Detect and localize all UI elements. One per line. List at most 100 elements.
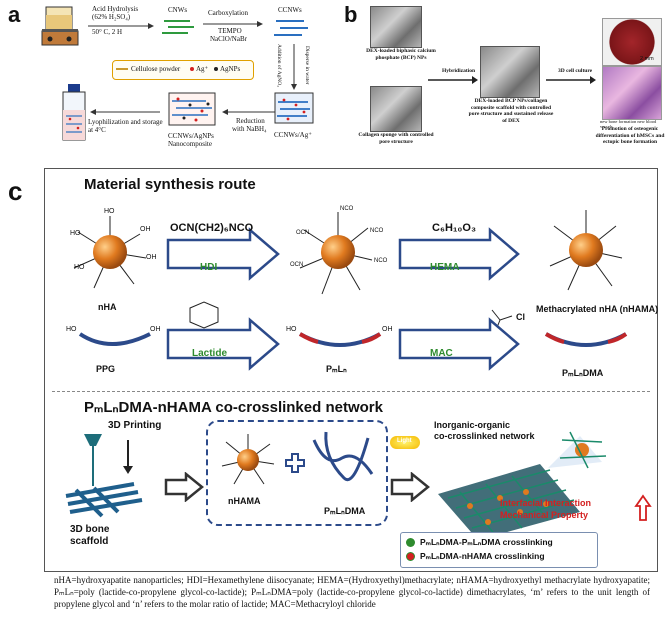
hema-label: HEMA <box>430 262 460 273</box>
nhama-particle-icon <box>221 434 275 485</box>
pmlndma-chains-icon <box>312 431 374 482</box>
arrow-left-1 <box>222 109 280 115</box>
ag-dot-icon <box>190 67 194 71</box>
panel-c-divider <box>52 391 650 392</box>
tempo-label: TEMPO <box>218 27 242 35</box>
promotion-label: Promotion of osteogenic differentiation … <box>595 126 665 145</box>
footnote-text: nHA=hydroxyapatite nanoparticles; HDI=He… <box>54 575 650 609</box>
carboxylation-label: Carboxylation <box>208 9 249 17</box>
scale-text: 2 mm <box>640 56 654 62</box>
arrow-right-1 <box>88 23 154 29</box>
bone-scaffold-label-1: 3D bone <box>70 524 110 535</box>
collagen-sem-image <box>370 86 422 132</box>
big-arrow-1-icon <box>164 472 204 502</box>
scaffold-photo <box>602 18 662 66</box>
mixture-box <box>206 420 388 526</box>
naclo-label: NaClO/NaBr <box>210 35 247 43</box>
nha-label: nHA <box>98 302 117 312</box>
hybridization-label: Hybridization <box>442 68 476 74</box>
storage-vial-icon <box>62 84 86 141</box>
nhama-sphere-icon <box>549 210 623 291</box>
mac-label: MAC <box>430 348 453 359</box>
methacrylated-label: Methacrylated nHA (nHAMA) <box>536 304 659 314</box>
arrow-left-2 <box>90 109 160 115</box>
nabh4-label: with NaBH₄ <box>232 125 267 133</box>
oh-label-3: OH <box>150 326 161 333</box>
light-badge <box>390 436 420 449</box>
pmln-label: PₘLₙ <box>326 364 347 374</box>
nanocomposite-label: Nanocomposite <box>168 140 212 148</box>
oh-label-2: OH <box>146 254 157 261</box>
ccnws-agnps-label: CCNWs/AgNPs <box>168 132 214 140</box>
up-arrow-icon <box>634 494 652 521</box>
arrow-down <box>291 44 297 90</box>
addition-label: Addition of AgNO₃ <box>276 44 282 88</box>
hdi-label: HDI <box>200 262 218 273</box>
ccnws-fibers-icon <box>274 20 308 36</box>
lactide-ring-icon <box>189 301 219 329</box>
cl-label: Cl <box>516 312 525 322</box>
network-legend <box>400 532 598 568</box>
lyophilization-label: Lyophilization and storage at 4°C <box>88 118 163 134</box>
mechanical-label: Mechanical Property <box>500 510 589 520</box>
printer-nozzle-icon <box>65 434 143 518</box>
nco-sphere-icon <box>299 212 373 295</box>
ccnws-ag-label: CCNWs/Ag⁺ <box>274 131 312 139</box>
oh-label-1: OH <box>140 226 151 233</box>
step1-label: Acid Hydrolysis <box>92 5 139 13</box>
bone-scaffold-label-2: scaffold <box>70 536 109 547</box>
collagen-label: Collagen sponge with controlled pore str… <box>358 132 434 145</box>
ho-label-3: HO <box>74 264 85 271</box>
hdi-arrow-icon <box>166 227 280 281</box>
histology-legend: new bone formation new blood vessels <box>600 119 657 129</box>
panel-b-label: b <box>344 2 358 27</box>
oh-label-4: OH <box>382 326 393 333</box>
legend-a <box>112 60 254 80</box>
agnps-dot-icon <box>214 67 218 71</box>
light-label: Light <box>397 438 412 444</box>
lactide-label: Lactide <box>192 348 228 359</box>
synthesis-row-2 <box>78 301 628 371</box>
reagent2-label: C₆H₁₀O₃ <box>432 222 477 234</box>
disperse-label: Disperse in water <box>304 46 310 85</box>
lactide-arrow-icon <box>166 317 280 371</box>
step1-cond2: 50° C, 2 H <box>92 28 123 36</box>
printing-label: 3D Printing <box>108 420 162 431</box>
reagent1-label: OCN(CH2)₆NCO <box>170 222 254 234</box>
nhama-label: nHAMA <box>228 496 261 506</box>
ho-label-5: HO <box>286 326 297 333</box>
ppg-chain-icon <box>78 332 151 346</box>
ppg-label: PPG <box>96 364 116 374</box>
synthesis-row-1 <box>73 210 623 295</box>
legend-cellulose: Cellulose powder <box>131 65 181 73</box>
hema-arrow-icon <box>398 227 520 281</box>
inorganic-label-2: co-crosslinked network <box>434 431 535 441</box>
cellulose-swatch-icon <box>116 68 128 70</box>
panel-b: b DEX-loaded biphasic calcium phosphate … <box>340 0 666 160</box>
ho-label-4: HO <box>66 326 77 333</box>
pmlndma-label: PₘLₙDMA <box>562 368 604 378</box>
network-mesh-icon <box>438 431 607 540</box>
composite-sem-image <box>480 46 540 98</box>
plus-icon <box>285 453 305 473</box>
ccnws-label: CCNWs <box>278 6 302 14</box>
nha-sphere-icon <box>73 216 147 289</box>
nco-label-2: NCO <box>370 228 384 234</box>
culture-label: 3D cell culture <box>558 68 593 74</box>
legend-dot-red-icon <box>406 552 415 561</box>
culture-arrow <box>546 76 596 84</box>
legend1-text: PₘLₙDMA-PₘLₙDMA crosslinking <box>420 537 553 547</box>
ccnws-agnps-box-icon <box>168 92 216 126</box>
network-title: PₘLₙDMA-nHAMA co-crosslinked network <box>84 399 383 416</box>
reduction-label: Reduction <box>236 117 265 125</box>
inorganic-label-1: Inorganic-organic <box>434 420 511 430</box>
cnws-label: CNWs <box>168 6 188 14</box>
dex-bcp-label: DEX-loaded biphasic calcium phosphate (B… <box>366 48 436 61</box>
hybridization-arrow <box>428 76 478 84</box>
hotplate-beaker-icon <box>41 6 79 46</box>
histology-image <box>602 66 662 120</box>
bcp-nps-sem-image <box>370 6 422 48</box>
legend-ag: Ag⁺ <box>196 65 209 73</box>
step1-cond1: (62% H₂SO₄) <box>92 13 131 21</box>
nco-label-3: NCO <box>374 258 388 264</box>
